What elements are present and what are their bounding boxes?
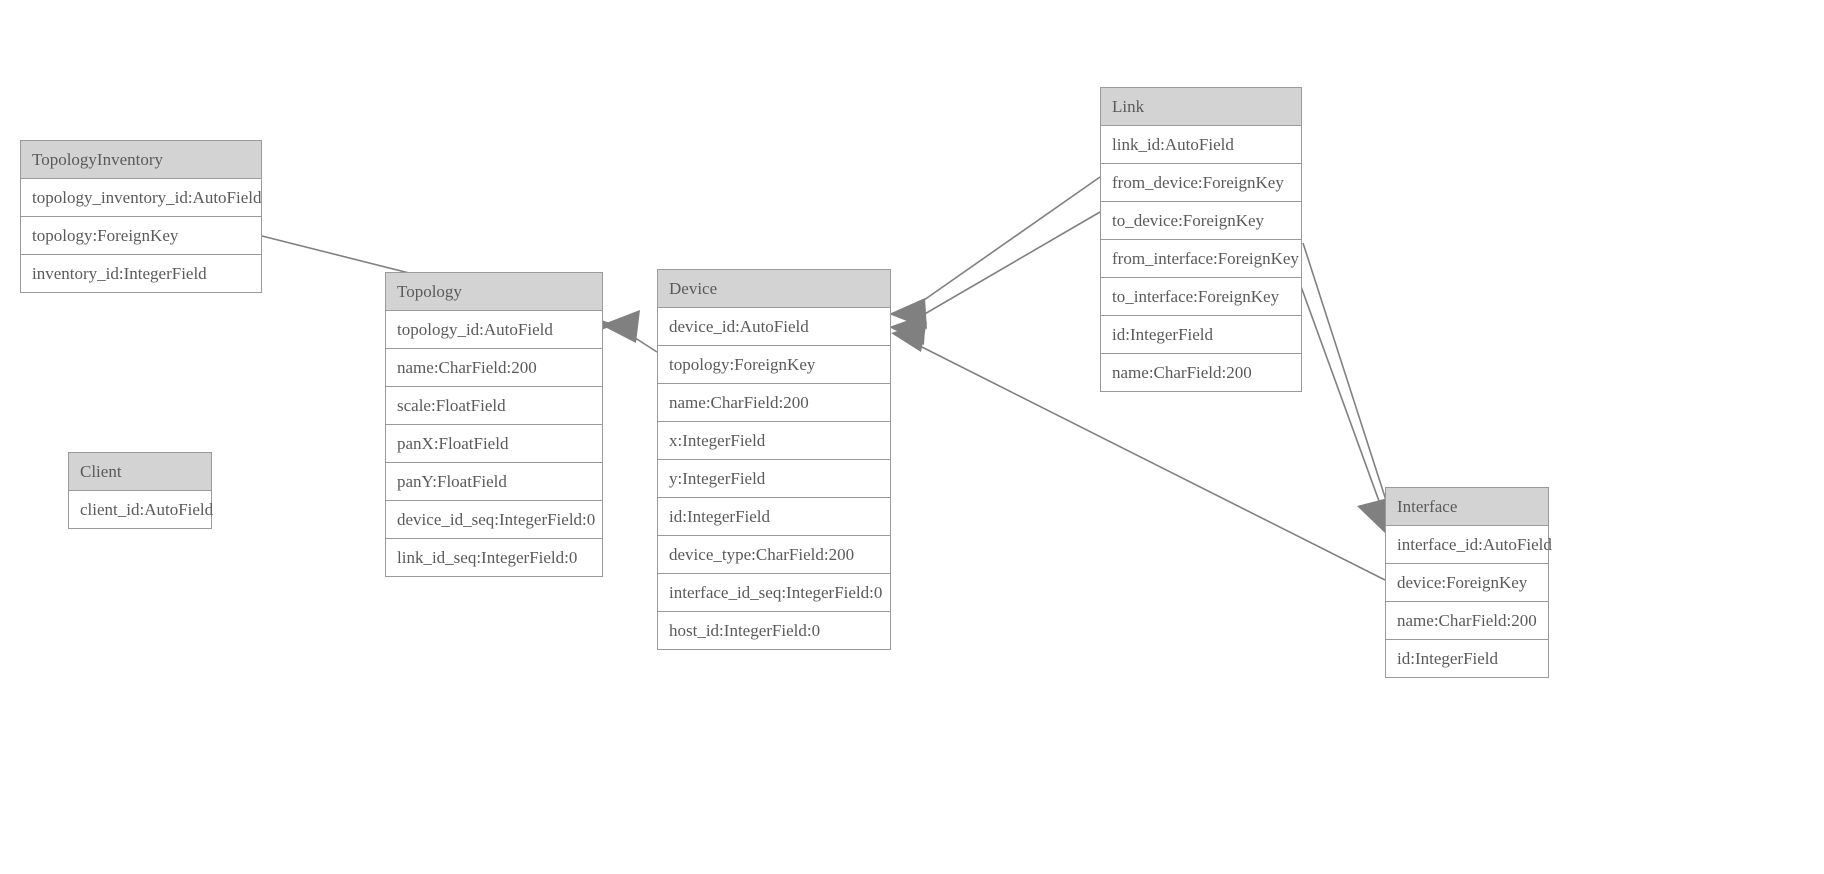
edge-link-from-interface [1302,242,1394,523]
entity-field-row: from_device:ForeignKey [1101,164,1301,202]
entity-field-row: link_id_seq:IntegerField:0 [386,539,602,576]
entity-field-row: interface_id:AutoField [1386,526,1552,564]
entity-field-row: interface_id_seq:IntegerField:0 [658,574,890,612]
entity-field-row: name:CharField:200 [658,384,890,422]
entity-field-row: id:IntegerField [1386,640,1548,677]
arrowhead-device-from-link-to-device [889,314,926,345]
entity-link[interactable]: Link link_id:AutoField from_device:Forei… [1100,87,1302,392]
entity-field-row: link_id:AutoField [1101,126,1301,164]
entity-field-row: topology:ForeignKey [21,217,261,255]
entity-client[interactable]: Client client_id:AutoField [68,452,213,529]
entity-title: Link [1101,88,1301,126]
entity-field-row: device_id_seq:IntegerField:0 [386,501,602,539]
edge-device-topology [614,324,658,353]
entity-interface[interactable]: Interface interface_id:AutoField device:… [1385,487,1552,678]
entity-topology[interactable]: Topology topology_id:AutoField name:Char… [385,272,603,577]
entity-field-row: inventory_id:IntegerField [21,255,261,292]
edge-link-to-interface [1298,280,1388,524]
entity-field-row: from_interface:ForeignKey [1101,240,1301,278]
entity-field-row: id:IntegerField [1101,316,1301,354]
entity-field-row: name:CharField:200 [1386,602,1548,640]
entity-title: TopologyInventory [21,141,261,179]
entity-field-row: device:ForeignKey [1386,564,1548,602]
entity-topology-inventory[interactable]: TopologyInventory topology_inventory_id:… [20,140,262,293]
arrowhead-interface-from-link [1357,498,1388,533]
entity-field-row: client_id:AutoField [69,491,213,528]
entity-title: Topology [386,273,602,311]
entity-field-row: to_interface:ForeignKey [1101,278,1301,316]
edge-link-from-device [903,176,1101,315]
entity-field-row: device_type:CharField:200 [658,536,890,574]
entity-title: Client [69,453,211,491]
entity-field-row: id:IntegerField [658,498,890,536]
entity-title: Interface [1386,488,1548,526]
entity-field-row: device_id:AutoField [658,308,890,346]
entity-field-row: panX:FloatField [386,425,602,463]
arrowhead-device-from-link-from-device [889,298,927,329]
entity-device[interactable]: Device device_id:AutoField topology:Fore… [657,269,891,650]
edge-link-to-device [903,211,1101,327]
entity-field-row: to_device:ForeignKey [1101,202,1301,240]
entity-field-row: topology:ForeignKey [658,346,890,384]
entity-field-row: host_id:IntegerField:0 [658,612,890,649]
entity-field-row: y:IntegerField [658,460,890,498]
entity-field-row: name:CharField:200 [1101,354,1301,391]
entity-title: Device [658,270,890,308]
entity-field-row: topology_inventory_id:AutoField [21,179,262,217]
entity-field-row: panY:FloatField [386,463,602,501]
entity-field-row: topology_id:AutoField [386,311,602,349]
entity-field-row: name:CharField:200 [386,349,602,387]
entity-field-row: x:IntegerField [658,422,890,460]
arrowhead-topology-from-device [601,310,640,343]
entity-field-row: scale:FloatField [386,387,602,425]
arrowhead-device-from-interface [891,322,927,352]
